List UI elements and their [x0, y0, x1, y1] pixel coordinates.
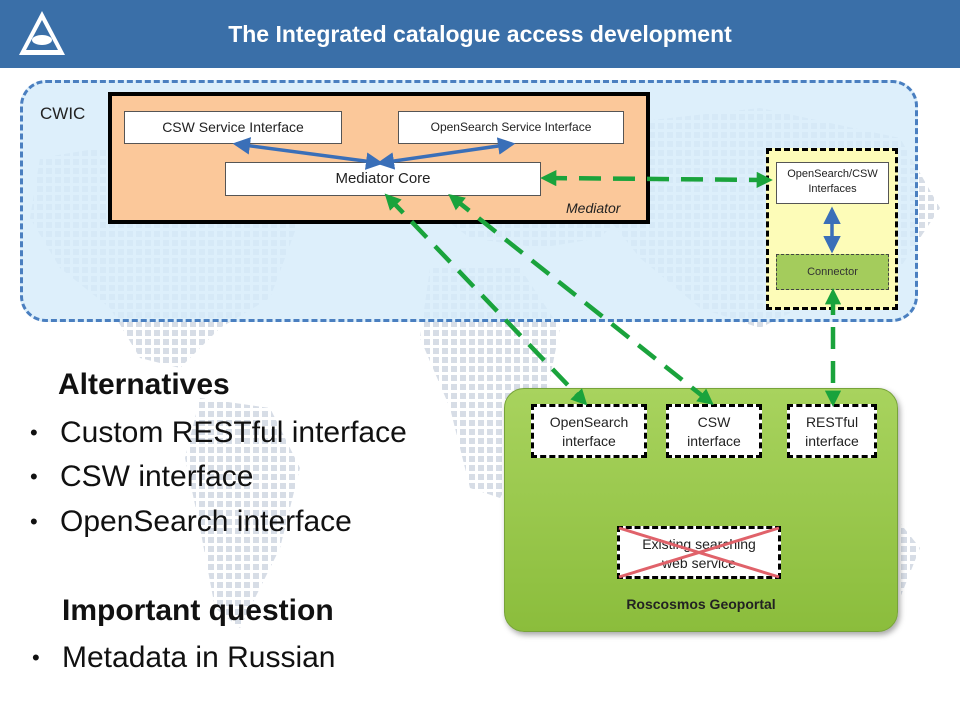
alternative-item-text: CSW interface	[60, 460, 254, 493]
opensearch-csw-interfaces-box: OpenSearch/CSW Interfaces	[776, 162, 889, 204]
mediator-core-box: Mediator Core	[225, 162, 541, 196]
opensearch-csw-line-2: Interfaces	[808, 183, 857, 195]
opensearch-csw-line-1: OpenSearch/CSW	[787, 168, 878, 180]
alternative-item: • CSW interface	[30, 460, 254, 494]
bullet-dot: •	[32, 645, 40, 670]
opensearch-service-interface-box: OpenSearch Service Interface	[398, 111, 624, 144]
opensearch-interface-line-2: interface	[562, 433, 616, 449]
alternative-item-text: OpenSearch interface	[60, 505, 352, 538]
csw-interface-box: CSW interface	[666, 404, 762, 458]
alternative-item: • OpenSearch interface	[30, 505, 352, 539]
page-title: The Integrated catalogue access developm…	[228, 21, 732, 47]
alternative-item-text: Custom RESTful interface	[60, 416, 407, 449]
mediator-label: Mediator	[566, 200, 621, 216]
connector-box: Connector	[776, 254, 889, 290]
question-item-text: Metadata in Russian	[62, 641, 336, 674]
alternatives-title: Alternatives	[58, 368, 230, 401]
roscosmos-logo	[19, 11, 65, 55]
existing-service-line-2: web service	[662, 555, 736, 571]
alternative-item: • Custom RESTful interface	[30, 416, 407, 450]
existing-service-line-1: Existing searching	[642, 536, 756, 552]
bullet-dot: •	[30, 420, 38, 445]
restful-interface-box: RESTful interface	[787, 404, 877, 458]
restful-interface-line-1: RESTful	[805, 414, 859, 430]
question-item: • Metadata in Russian	[32, 641, 336, 675]
existing-search-service-box: Existing searching web service	[617, 526, 781, 579]
bullet-dot: •	[30, 464, 38, 489]
csw-service-interface-box: CSW Service Interface	[124, 111, 342, 144]
opensearch-interface-line-1: OpenSearch	[549, 414, 629, 430]
csw-interface-line-1: CSW	[697, 414, 731, 430]
cwic-label: CWIC	[40, 104, 86, 123]
opensearch-interface-box: OpenSearch interface	[531, 404, 647, 458]
restful-interface-line-2: interface	[805, 433, 859, 449]
csw-interface-line-2: interface	[687, 433, 741, 449]
important-question-title: Important question	[62, 594, 334, 627]
bullet-dot: •	[30, 509, 38, 534]
header-bar	[0, 0, 960, 68]
roscosmos-geoportal-label: Roscosmos Geoportal	[626, 596, 776, 612]
